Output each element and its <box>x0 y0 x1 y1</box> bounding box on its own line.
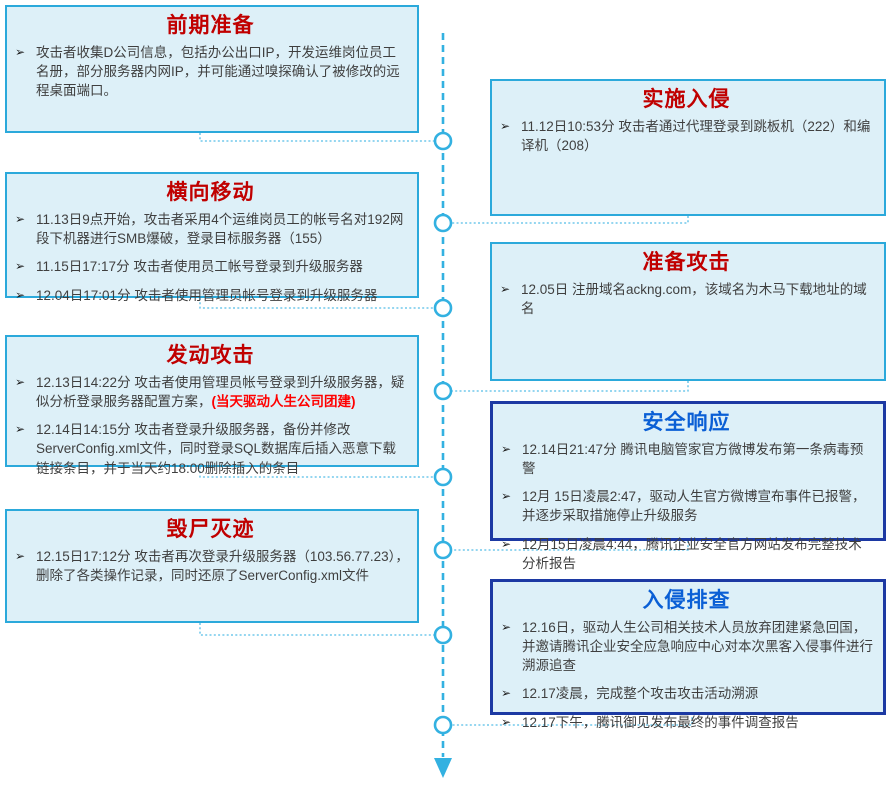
event-item: ➢ 攻击者收集D公司信息，包括办公出口IP，开发运维岗位员工名册，部分服务器内网… <box>12 43 409 100</box>
event-item: ➢ 12.17凌晨，完成整个攻击攻击活动溯源 <box>498 684 875 703</box>
event-item: ➢ 12.17下午，腾讯御见发布最终的事件调查报告 <box>498 713 875 732</box>
timeline-node <box>433 540 453 560</box>
event-text: 12.15日17:12分 攻击者再次登录升级服务器（103.56.77.23），… <box>36 549 409 584</box>
stage-box-launch-attack: 发动攻击 ➢ 12.13日14:22分 攻击者使用管理员帐号登录到升级服务器，疑… <box>5 335 419 476</box>
event-text: 11.15日17:17分 攻击者使用员工帐号登录到升级服务器 <box>36 259 363 275</box>
event-list: ➢ 12.05日 注册域名ackng.com，该域名为木马下载地址的域名 <box>497 280 876 318</box>
arrow-bullet-icon: ➢ <box>15 212 26 226</box>
event-text: 12.04日17:01分 攻击者使用管理员帐号登录到升级服务器 <box>36 287 378 303</box>
stage-box-evidence-destruction: 毁尸灭迹 ➢ 12.15日17:12分 攻击者再次登录升级服务器（103.56.… <box>5 509 419 623</box>
event-text: 12月 15日凌晨2:47，驱动人生官方微博宣布事件已报警，并逐步采取措施停止升… <box>522 489 866 524</box>
connector-line <box>199 298 434 309</box>
event-text: 12月15日凌晨4:44，腾讯企业安全官方网站发布完整技术分析报告 <box>522 536 862 571</box>
event-list: ➢ 12.15日17:12分 攻击者再次登录升级服务器（103.56.77.23… <box>12 547 409 585</box>
event-text: 12.17下午，腾讯御见发布最终的事件调查报告 <box>522 714 799 730</box>
arrow-bullet-icon: ➢ <box>501 489 512 504</box>
event-item: ➢ 12月15日凌晨4:44，腾讯企业安全官方网站发布完整技术分析报告 <box>498 535 875 573</box>
event-item: ➢ 12.15日17:12分 攻击者再次登录升级服务器（103.56.77.23… <box>12 547 409 585</box>
stage-box-lateral-movement: 横向移动 ➢ 11.13日9点开始，攻击者采用4个运维岗员工的帐号名对192网段… <box>5 172 419 303</box>
timeline-node <box>433 381 453 401</box>
stage-box-attack-preparation: 准备攻击 ➢ 12.05日 注册域名ackng.com，该域名为木马下载地址的域… <box>490 242 886 381</box>
event-item: ➢ 11.12日10:53分 攻击者通过代理登录到跳板机（222）和编译机（20… <box>497 117 876 155</box>
stage-title: 发动攻击 <box>166 344 255 367</box>
stage-title: 实施入侵 <box>642 88 731 111</box>
stage-title: 入侵排查 <box>642 589 731 612</box>
event-item: ➢ 11.15日17:17分 攻击者使用员工帐号登录到升级服务器 <box>12 257 409 276</box>
stage-box-security-response: 安全响应 ➢ 12.14日21:47分 腾讯电脑管家官方微博发布第一条病毒预警 … <box>490 401 886 571</box>
arrow-bullet-icon: ➢ <box>501 714 512 729</box>
timeline-node <box>433 467 453 487</box>
stage-title: 横向移动 <box>166 181 255 204</box>
connector-line <box>452 713 693 726</box>
event-item: ➢ 12.14日14:15分 攻击者登录升级服务器，备份并修改ServerCon… <box>12 420 409 477</box>
event-text: 攻击者收集D公司信息，包括办公出口IP，开发运维岗位员工名册，部分服务器内网IP… <box>36 45 400 99</box>
event-list: ➢ 12.16日，驱动人生公司相关技术人员放弃团建紧急回国，并邀请腾讯企业安全应… <box>498 618 875 732</box>
connector-line <box>199 623 434 636</box>
event-text: 12.16日，驱动人生公司相关技术人员放弃团建紧急回国，并邀请腾讯企业安全应急响… <box>522 620 873 674</box>
event-list: ➢ 11.12日10:53分 攻击者通过代理登录到跳板机（222）和编译机（20… <box>497 117 876 155</box>
arrow-bullet-icon: ➢ <box>501 686 512 701</box>
event-item: ➢ 12.16日，驱动人生公司相关技术人员放弃团建紧急回国，并邀请腾讯企业安全应… <box>498 618 875 675</box>
event-item: ➢ 12.14日21:47分 腾讯电脑管家官方微博发布第一条病毒预警 <box>498 440 875 478</box>
arrow-bullet-icon: ➢ <box>15 422 26 437</box>
stage-title: 毁尸灭迹 <box>166 518 255 541</box>
stage-title: 准备攻击 <box>642 251 731 274</box>
connector-line <box>452 381 689 392</box>
connector-line <box>199 467 434 478</box>
event-text: 12.14日21:47分 腾讯电脑管家官方微博发布第一条病毒预警 <box>522 442 864 477</box>
timeline-node <box>433 298 453 318</box>
arrow-bullet-icon: ➢ <box>15 259 26 274</box>
event-list: ➢ 12.14日21:47分 腾讯电脑管家官方微博发布第一条病毒预警 ➢ 12月… <box>498 440 875 573</box>
arrow-bullet-icon: ➢ <box>501 536 512 551</box>
timeline-node <box>433 715 453 735</box>
arrow-bullet-icon: ➢ <box>500 282 511 296</box>
stage-box-early-preparation: 前期准备 ➢ 攻击者收集D公司信息，包括办公出口IP，开发运维岗位员工名册，部分… <box>5 5 419 133</box>
event-item: ➢ 12月 15日凌晨2:47，驱动人生官方微博宣布事件已报警，并逐步采取措施停… <box>498 487 875 525</box>
timeline-arrow-down-icon <box>434 758 452 778</box>
arrow-bullet-icon: ➢ <box>501 442 512 456</box>
event-text: 12.05日 注册域名ackng.com，该域名为木马下载地址的域名 <box>521 282 867 317</box>
event-item: ➢ 12.05日 注册域名ackng.com，该域名为木马下载地址的域名 <box>497 280 876 318</box>
arrow-bullet-icon: ➢ <box>501 620 512 634</box>
arrow-bullet-icon: ➢ <box>15 375 26 389</box>
event-text: 11.13日9点开始，攻击者采用4个运维岗员工的帐号名对192网段下机器进行SM… <box>36 212 404 247</box>
timeline-node <box>433 131 453 151</box>
event-text: 12.14日14:15分 攻击者登录升级服务器，备份并修改ServerConfi… <box>36 422 397 476</box>
timeline-node <box>433 213 453 233</box>
arrow-bullet-icon: ➢ <box>15 45 26 59</box>
event-text: 12.17凌晨，完成整个攻击攻击活动溯源 <box>522 686 759 702</box>
stage-box-intrusion-investigation: 入侵排查 ➢ 12.16日，驱动人生公司相关技术人员放弃团建紧急回国，并邀请腾讯… <box>490 579 886 730</box>
timeline-node <box>433 625 453 645</box>
event-item: ➢ 12.13日14:22分 攻击者使用管理员帐号登录到升级服务器，疑似分析登录… <box>12 373 409 411</box>
event-text: 12.13日14:22分 攻击者使用管理员帐号登录到升级服务器，疑似分析登录服务… <box>36 375 405 410</box>
arrow-bullet-icon: ➢ <box>15 287 26 302</box>
connector-line <box>452 541 689 551</box>
connector-line <box>452 216 689 224</box>
connector-line <box>199 133 434 142</box>
event-list: ➢ 12.13日14:22分 攻击者使用管理员帐号登录到升级服务器，疑似分析登录… <box>12 373 409 478</box>
stage-box-intrusion: 实施入侵 ➢ 11.12日10:53分 攻击者通过代理登录到跳板机（222）和编… <box>490 79 886 216</box>
stage-title: 前期准备 <box>166 14 255 37</box>
event-item: ➢ 12.04日17:01分 攻击者使用管理员帐号登录到升级服务器 <box>12 286 409 305</box>
event-text: 11.12日10:53分 攻击者通过代理登录到跳板机（222）和编译机（208） <box>521 119 871 154</box>
event-list: ➢ 11.13日9点开始，攻击者采用4个运维岗员工的帐号名对192网段下机器进行… <box>12 210 409 305</box>
arrow-bullet-icon: ➢ <box>15 549 26 563</box>
event-item: ➢ 11.13日9点开始，攻击者采用4个运维岗员工的帐号名对192网段下机器进行… <box>12 210 409 248</box>
stage-title: 安全响应 <box>642 411 731 434</box>
arrow-bullet-icon: ➢ <box>500 119 511 133</box>
event-list: ➢ 攻击者收集D公司信息，包括办公出口IP，开发运维岗位员工名册，部分服务器内网… <box>12 43 409 100</box>
